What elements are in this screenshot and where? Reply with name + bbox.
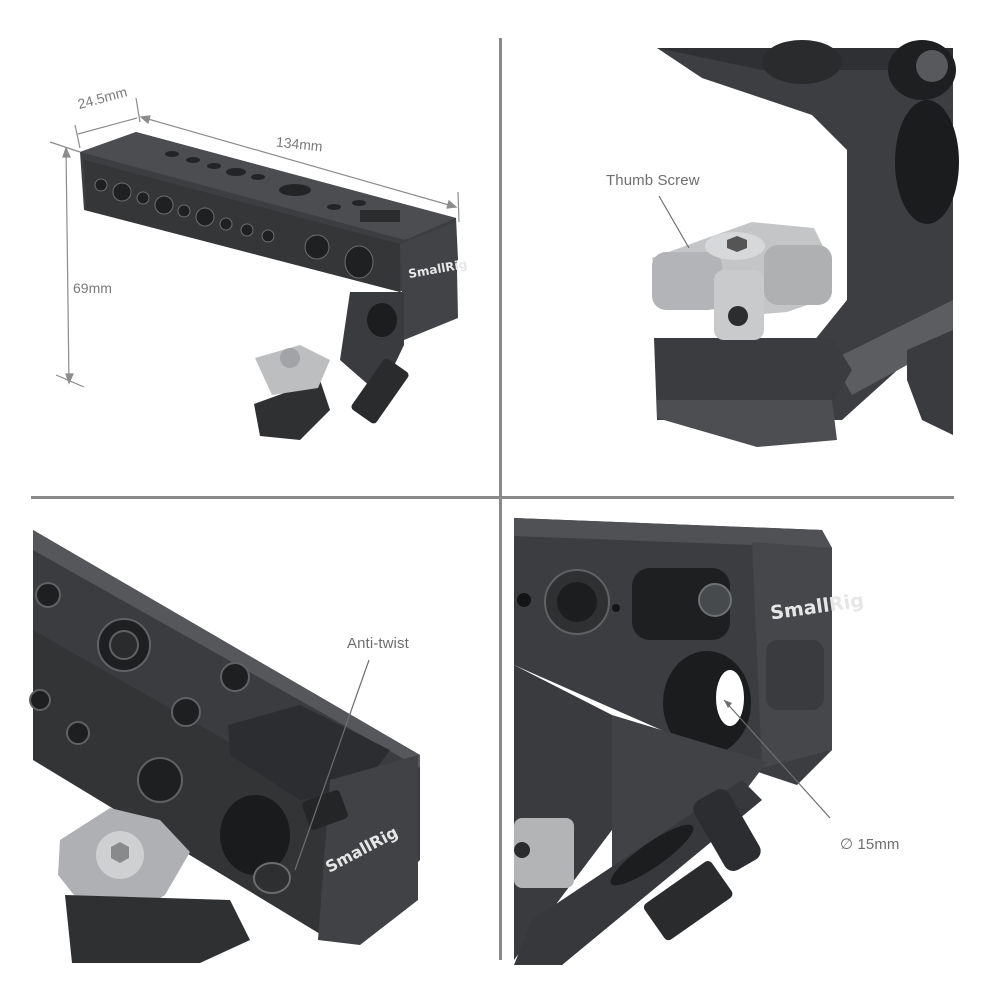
callout-thumb-screw: Thumb Screw <box>606 172 700 189</box>
callout-anti-twist: Anti-twist <box>347 635 409 652</box>
dimension-height: 69mm <box>73 280 112 296</box>
thumb-screw-illustration <box>652 40 959 447</box>
horizontal-divider <box>31 496 954 499</box>
panel-thumb-screw: Thumb Screw <box>502 0 1000 495</box>
handle-overview-illustration <box>49 97 460 440</box>
panel-rod-clamp: SmallRig ∅ 15mm <box>502 500 1000 965</box>
vertical-divider <box>499 38 502 960</box>
callout-rod-diameter: ∅ 15mm <box>840 836 900 853</box>
panel-dimensions: 24.5mm 134mm 69mm SmallRig <box>0 0 498 495</box>
panel-anti-twist: Anti-twist SmallRig <box>0 500 498 965</box>
rod-clamp-illustration <box>514 518 832 965</box>
anti-twist-illustration <box>29 530 420 963</box>
